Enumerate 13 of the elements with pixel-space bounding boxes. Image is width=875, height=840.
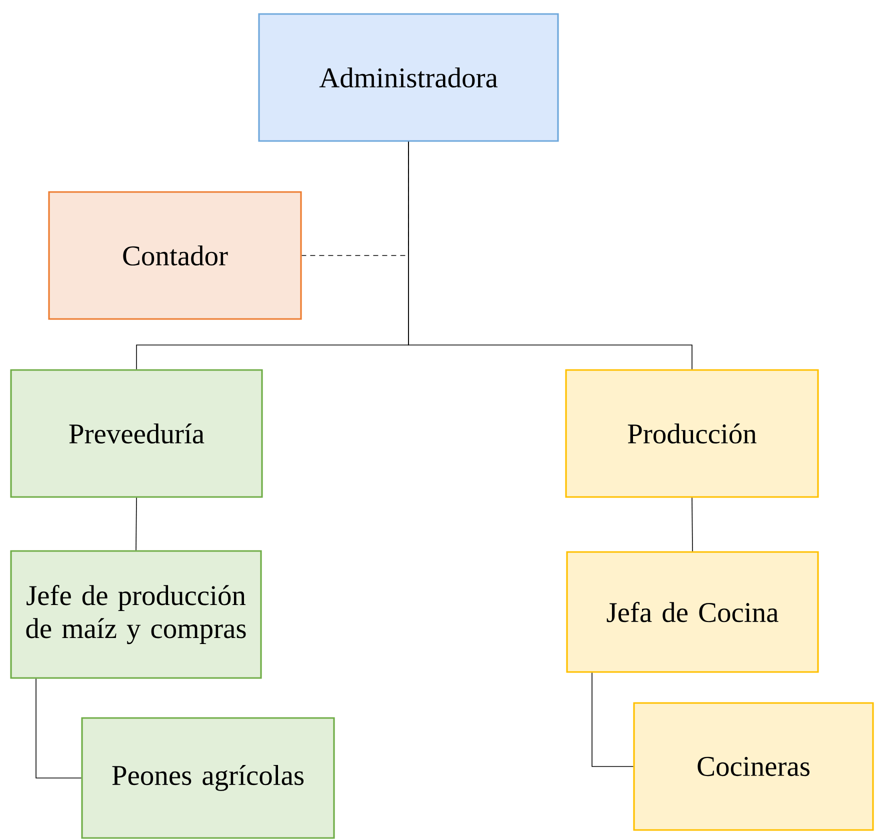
connector-line [408, 141, 692, 370]
org-box: Jefe de producción de maíz y compras [10, 550, 262, 679]
org-box: Preveeduría [10, 369, 263, 498]
org-box: Producción [565, 369, 819, 498]
connector-line [692, 497, 693, 552]
org-box: Jefa de Cocina [566, 551, 819, 673]
org-box: Administradora [258, 13, 559, 142]
connector-line [136, 497, 137, 551]
connector-line [592, 672, 634, 767]
org-box: Contador [48, 191, 302, 320]
org-box: Cocineras [633, 702, 874, 831]
org-box: Peones agrícolas [81, 717, 335, 839]
connector-line [36, 678, 82, 778]
